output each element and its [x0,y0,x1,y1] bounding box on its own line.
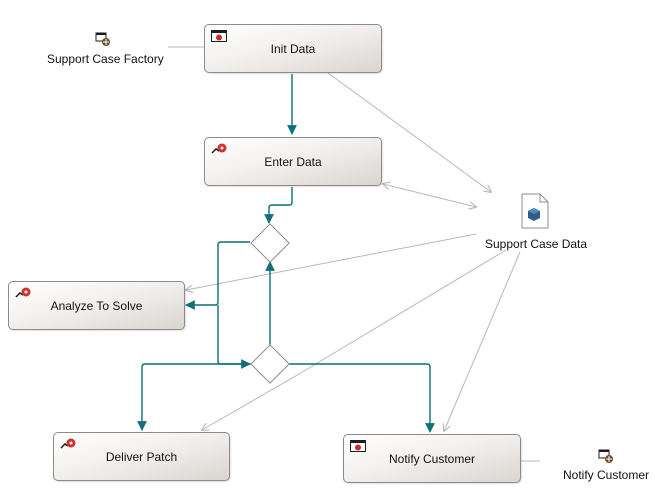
data-object-icon[interactable] [521,193,549,229]
data-association-init-to-data[interactable] [327,72,491,192]
task-notify-customer[interactable]: Notify Customer [343,434,521,483]
data-association-data-to-analyze[interactable] [186,233,477,290]
data-association-enter-data-data[interactable] [383,184,476,207]
script-task-icon [350,439,366,452]
task-init-data[interactable]: Init Data [204,24,382,73]
task-deliver-patch[interactable]: Deliver Patch [53,432,230,481]
task-label: Deliver Patch [105,449,178,464]
annotation-notify-customer: Notify Customer [563,468,650,482]
user-task-icon [211,142,227,154]
user-task-icon [15,286,31,298]
task-analyze-to-solve[interactable]: Analyze To Solve [8,281,185,330]
task-enter-data[interactable]: Enter Data [204,137,382,186]
service-icon [95,31,111,47]
data-object-label: Support Case Data [485,237,588,251]
sequence-flow-gateway-to-analyze[interactable] [185,241,250,310]
annotation-support-case-factory: Support Case Factory [47,52,164,66]
task-label: Analyze To Solve [50,298,143,313]
data-association-data-to-notify[interactable] [444,251,521,431]
sequence-flow-merge-to-notify[interactable] [289,363,435,433]
sequence-flow-merge-to-deliver[interactable] [137,363,251,431]
sequence-flow-enter-to-gateway[interactable] [264,187,293,224]
user-task-icon [60,437,76,449]
data-association-data-to-deliver[interactable] [202,249,507,430]
task-label: Enter Data [264,154,322,169]
sequence-flow-analyze-to-merge[interactable] [217,305,251,369]
task-label: Notify Customer [388,451,476,466]
script-task-icon [211,29,227,42]
task-label: Init Data [270,41,316,56]
service-icon [598,448,614,464]
